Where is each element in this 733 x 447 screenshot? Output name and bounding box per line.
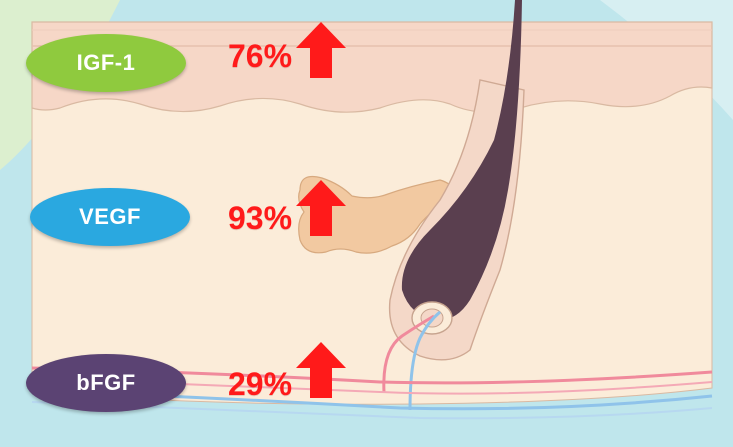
vegf-up-arrow-icon: [296, 180, 346, 236]
igf1-percentage: 76%: [228, 38, 292, 75]
igf1-up-arrow-icon: [296, 22, 346, 78]
bfgf-percentage: 29%: [228, 366, 292, 403]
bfgf-up-arrow-icon: [296, 342, 346, 398]
bfgf-label: bFGF: [76, 370, 135, 396]
bfgf-label-pill: bFGF: [26, 354, 186, 412]
vegf-label: VEGF: [79, 204, 141, 230]
igf1-label-pill: IGF-1: [26, 34, 186, 92]
igf1-label: IGF-1: [77, 50, 136, 76]
vegf-label-pill: VEGF: [30, 188, 190, 246]
vegf-percentage: 93%: [228, 200, 292, 237]
